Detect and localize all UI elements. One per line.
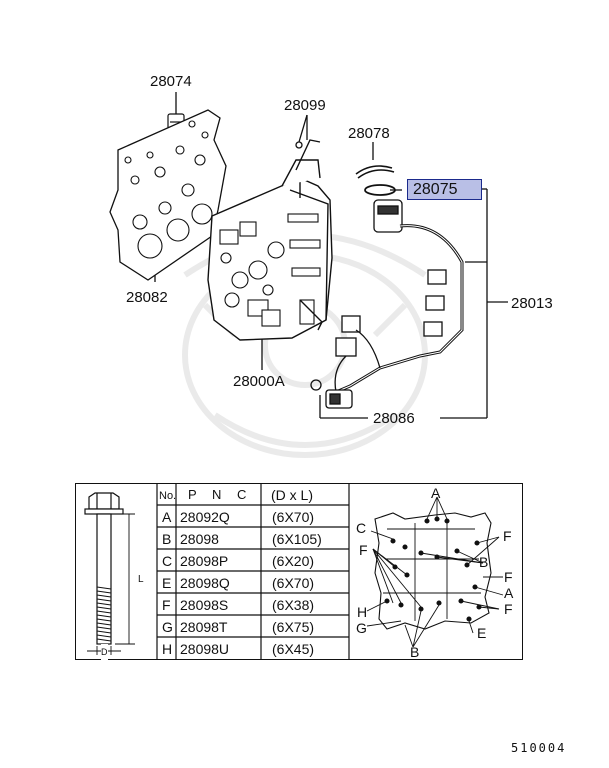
- callout-f-right-bot: F: [504, 601, 513, 617]
- row-g-no: G: [162, 619, 173, 635]
- row-h-no: H: [162, 641, 173, 657]
- part-28075-oring: [364, 184, 396, 196]
- header-dim: (D x L): [271, 487, 313, 503]
- callout-b-mid: B: [479, 554, 489, 570]
- callout-b-bottom: B: [410, 644, 420, 660]
- bolt-length-label: L: [138, 574, 144, 585]
- footer-code: 510004: [511, 741, 567, 755]
- callout-f-right-mid: F: [504, 569, 513, 585]
- exploded-view-drawing: [109, 92, 508, 419]
- row-c-pnc: 28098P: [180, 553, 229, 569]
- bolt-callout-leaders: [366, 496, 503, 647]
- part-28082-plate: [109, 109, 227, 281]
- row-e-pnc: 28098Q: [180, 575, 230, 591]
- row-a-no: A: [162, 509, 172, 525]
- label-28000A: 28000A: [233, 373, 285, 390]
- row-e-dim: (6X70): [272, 575, 315, 591]
- label-28099: 28099: [284, 97, 326, 114]
- label-28013: 28013: [511, 295, 553, 312]
- row-b-no: B: [162, 531, 172, 547]
- part-28013-harness: [325, 199, 464, 409]
- callout-h: H: [357, 604, 368, 620]
- callout-a-right: A: [504, 585, 514, 601]
- header-no: No.: [159, 490, 177, 502]
- row-c-dim: (6X20): [272, 553, 315, 569]
- bolt-table-grid: [83, 482, 503, 660]
- callout-g: G: [356, 620, 367, 636]
- row-h-dim: (6X45): [272, 641, 315, 657]
- callout-c: C: [356, 520, 367, 536]
- bolt-diameter-label: D: [101, 644, 108, 660]
- row-c-no: C: [162, 553, 173, 569]
- row-f-dim: (6X38): [272, 597, 315, 613]
- bolt-illustration: [83, 491, 135, 655]
- callout-f-left: F: [359, 542, 368, 558]
- row-b-pnc: 28098: [180, 531, 219, 547]
- part-28078-clip: [355, 165, 395, 179]
- header-pnc: P N C: [188, 487, 253, 502]
- bolt-layout-diagram: [373, 511, 492, 630]
- row-g-pnc: 28098T: [180, 619, 228, 635]
- row-f-pnc: 28098S: [180, 597, 229, 613]
- bolt-table: No. P N C (D x L) A 28092Q (6X70) B 2809…: [75, 482, 523, 660]
- row-a-pnc: 28092Q: [180, 509, 230, 525]
- highlighted-part-28075[interactable]: 28075: [407, 179, 482, 200]
- label-28082: 28082: [126, 289, 168, 306]
- part-28000A-valve-body: [207, 139, 333, 341]
- callout-a-top: A: [431, 485, 441, 501]
- callout-e: E: [477, 625, 487, 641]
- row-a-dim: (6X70): [272, 509, 315, 525]
- label-28086: 28086: [373, 410, 415, 427]
- row-h-pnc: 28098U: [180, 641, 230, 657]
- label-28075: 28075: [413, 181, 458, 198]
- row-f-no: F: [162, 597, 171, 613]
- row-g-dim: (6X75): [272, 619, 315, 635]
- label-28078: 28078: [348, 125, 390, 142]
- row-e-no: E: [162, 575, 172, 591]
- row-b-dim: (6X105): [272, 531, 322, 547]
- callout-f-right-top: F: [503, 528, 512, 544]
- label-28074: 28074: [150, 73, 192, 90]
